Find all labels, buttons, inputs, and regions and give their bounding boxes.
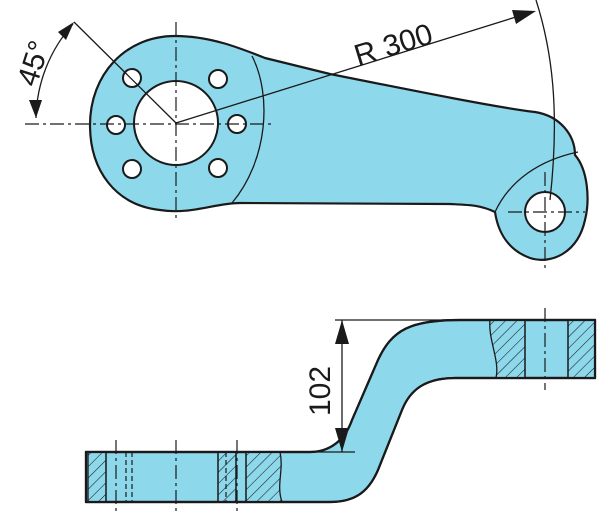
- angle-arrow-bottom: [29, 100, 42, 118]
- bolt-hole: [122, 159, 142, 179]
- section-hatch-right-2: [567, 319, 596, 379]
- hub-transition-arc: [231, 55, 265, 204]
- angle-label: 45°: [11, 37, 56, 90]
- section-hatch-hub-1: [87, 451, 107, 503]
- radius-arrow: [512, 10, 536, 24]
- height-arrow-bottom: [335, 428, 349, 452]
- angle-extension-line: [73, 21, 177, 124]
- bolt-hole: [122, 68, 142, 88]
- bolt-hole: [208, 158, 228, 178]
- section-hatch-left-bend: [245, 451, 283, 503]
- radius-arc: [535, 0, 556, 201]
- end-boss-edge: [494, 151, 579, 213]
- top-view: 45° R 300: [11, 0, 589, 270]
- side-view: 102: [84, 308, 597, 515]
- radius-dimension-line: [175, 11, 533, 124]
- section-hatch-hub-2: [217, 451, 237, 503]
- bolt-hole: [208, 69, 228, 89]
- radius-label: R 300: [350, 18, 436, 73]
- arm-outline: [88, 34, 589, 261]
- height-label: 102: [304, 366, 337, 416]
- height-arrow-top: [335, 320, 349, 344]
- angle-arrow-top: [58, 22, 74, 40]
- bolt-hole: [106, 115, 126, 135]
